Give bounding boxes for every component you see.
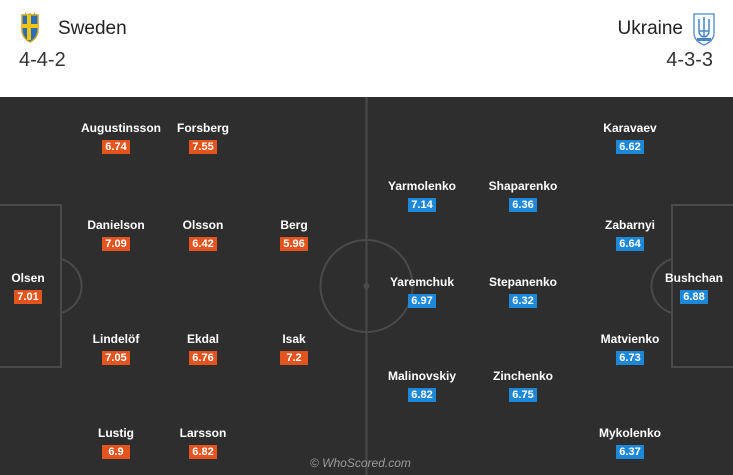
away-player[interactable]: Yarmolenko 7.14 <box>387 179 457 213</box>
away-player[interactable]: Zabarnyi 6.64 <box>595 218 665 252</box>
home-player[interactable]: Olsson 6.42 <box>168 218 238 252</box>
player-rating: 6.32 <box>509 294 537 308</box>
player-rating: 7.01 <box>14 290 42 304</box>
player-name: Shaparenko <box>488 179 558 193</box>
player-rating: 6.82 <box>189 445 217 459</box>
away-player[interactable]: Karavaev 6.62 <box>595 121 665 155</box>
whoscored-watermark: © WhoScored.com <box>310 456 411 470</box>
player-rating: 7.2 <box>280 351 308 365</box>
match-header: Sweden 4-4-2 Ukraine 4-3-3 <box>0 0 733 97</box>
player-rating: 5.96 <box>280 237 308 251</box>
player-name: Berg <box>280 218 308 232</box>
player-name: Larsson <box>179 426 227 440</box>
player-rating: 6.88 <box>680 290 708 304</box>
home-player[interactable]: Olsen 7.01 <box>0 271 63 305</box>
player-name: Mykolenko <box>598 426 661 440</box>
player-rating: 6.37 <box>616 445 644 459</box>
player-name: Matvienko <box>600 332 660 346</box>
player-name: Zabarnyi <box>604 218 655 232</box>
away-player[interactable]: Shaparenko 6.36 <box>488 179 558 213</box>
player-name: Isak <box>282 332 306 346</box>
home-player[interactable]: Isak 7.2 <box>259 332 329 366</box>
home-player[interactable]: Forsberg 7.55 <box>168 121 238 155</box>
player-rating: 6.75 <box>509 388 537 402</box>
player-rating: 7.09 <box>102 237 130 251</box>
player-name: Ekdal <box>186 332 219 346</box>
home-player[interactable]: Augustinsson 6.74 <box>81 121 161 155</box>
player-rating: 6.82 <box>408 388 436 402</box>
player-rating: 6.36 <box>509 198 537 212</box>
sweden-crest-icon <box>21 12 39 43</box>
away-formation: 4-3-3 <box>666 49 713 71</box>
home-player[interactable]: Larsson 6.82 <box>168 426 238 460</box>
away-player[interactable]: Bushchan 6.88 <box>659 271 729 305</box>
player-rating: 6.64 <box>616 237 644 251</box>
player-name: Malinovskiy <box>387 369 457 383</box>
away-team-name: Ukraine <box>617 18 683 39</box>
away-player[interactable]: Zinchenko 6.75 <box>488 369 558 403</box>
pitch-markings <box>0 97 733 475</box>
player-rating: 6.9 <box>102 445 130 459</box>
player-name: Lustig <box>98 426 134 440</box>
home-player[interactable]: Danielson 7.09 <box>81 218 151 252</box>
home-player[interactable]: Berg 5.96 <box>259 218 329 252</box>
home-team-name: Sweden <box>58 18 127 39</box>
player-name: Bushchan <box>664 271 723 285</box>
player-rating: 7.05 <box>102 351 130 365</box>
player-rating: 6.62 <box>616 140 644 154</box>
player-name: Yarmolenko <box>387 179 457 193</box>
home-player[interactable]: Lindelöf 7.05 <box>81 332 151 366</box>
player-name: Yaremchuk <box>389 275 455 289</box>
player-name: Danielson <box>87 218 145 232</box>
player-name: Zinchenko <box>492 369 553 383</box>
player-name: Augustinsson <box>81 121 161 135</box>
away-player[interactable]: Yaremchuk 6.97 <box>387 275 457 309</box>
player-name: Olsson <box>182 218 224 232</box>
away-player[interactable]: Matvienko 6.73 <box>595 332 665 366</box>
player-rating: 7.55 <box>189 140 217 154</box>
player-name: Lindelöf <box>92 332 140 346</box>
away-player[interactable]: Mykolenko 6.37 <box>595 426 665 460</box>
home-formation: 4-4-2 <box>19 49 66 71</box>
ukraine-crest-icon <box>693 13 715 46</box>
player-rating: 7.14 <box>408 198 436 212</box>
player-name: Stepanenko <box>488 275 557 289</box>
player-rating: 6.73 <box>616 351 644 365</box>
player-name: Karavaev <box>603 121 657 135</box>
player-name: Forsberg <box>176 121 229 135</box>
player-rating: 6.74 <box>102 140 130 154</box>
home-player[interactable]: Lustig 6.9 <box>81 426 151 460</box>
player-rating: 6.97 <box>408 294 436 308</box>
away-player[interactable]: Stepanenko 6.32 <box>488 275 558 309</box>
player-rating: 6.76 <box>189 351 217 365</box>
home-player[interactable]: Ekdal 6.76 <box>168 332 238 366</box>
player-rating: 6.42 <box>189 237 217 251</box>
away-player[interactable]: Malinovskiy 6.82 <box>387 369 457 403</box>
player-name: Olsen <box>11 271 45 285</box>
